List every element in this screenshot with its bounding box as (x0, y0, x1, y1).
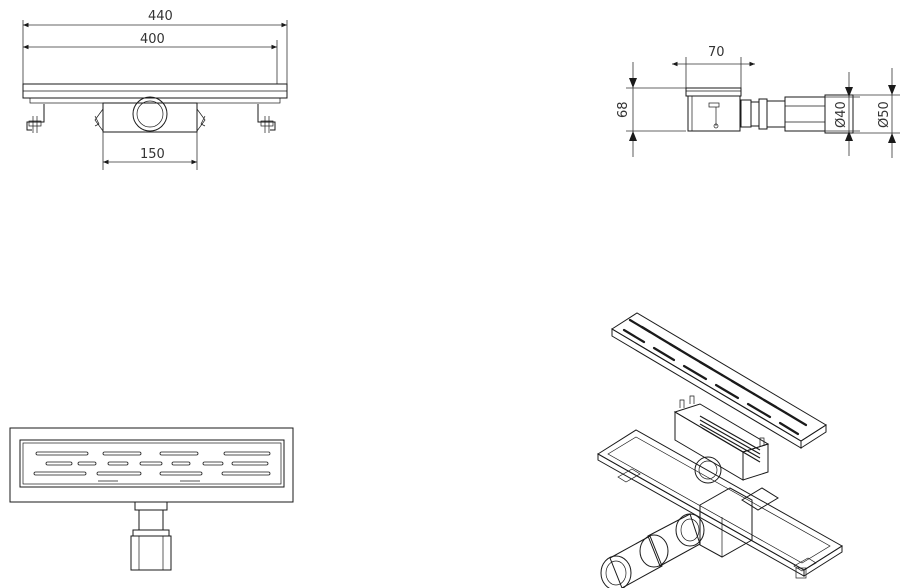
iso-channel-body (597, 429, 843, 579)
front-channel-body (22, 83, 288, 104)
dim-label-68: 68 (616, 101, 631, 118)
grate-slot-pattern (33, 451, 271, 476)
dim-label-440: 440 (148, 9, 173, 24)
side-box (685, 87, 742, 132)
dim-label-70: 70 (708, 45, 725, 60)
iso-outlet-box (699, 487, 753, 558)
right-foot-bracket (257, 104, 276, 133)
iso-outlet-pipes (600, 513, 705, 588)
top-view-drawing (9, 427, 294, 571)
dim-label-d50: Ø50 (877, 101, 892, 128)
side-view-drawing: 70 68 (616, 45, 900, 158)
side-outlet-pipe (740, 94, 854, 134)
iso-filter-insert (673, 395, 770, 484)
isometric-exploded-view (597, 312, 843, 588)
dim-label-150: 150 (140, 147, 165, 162)
top-view-outlet (130, 501, 172, 571)
front-outlet-box (94, 96, 206, 133)
iso-grate-slots (622, 318, 808, 436)
outlet-pipe-circle (132, 96, 168, 132)
top-view-grate (19, 439, 285, 488)
front-view-drawing: 440 400 (22, 9, 288, 170)
iso-grate (611, 312, 827, 449)
left-foot-bracket (26, 104, 45, 133)
dim-label-d40: Ø40 (834, 101, 849, 128)
dim-label-400: 400 (140, 32, 165, 47)
